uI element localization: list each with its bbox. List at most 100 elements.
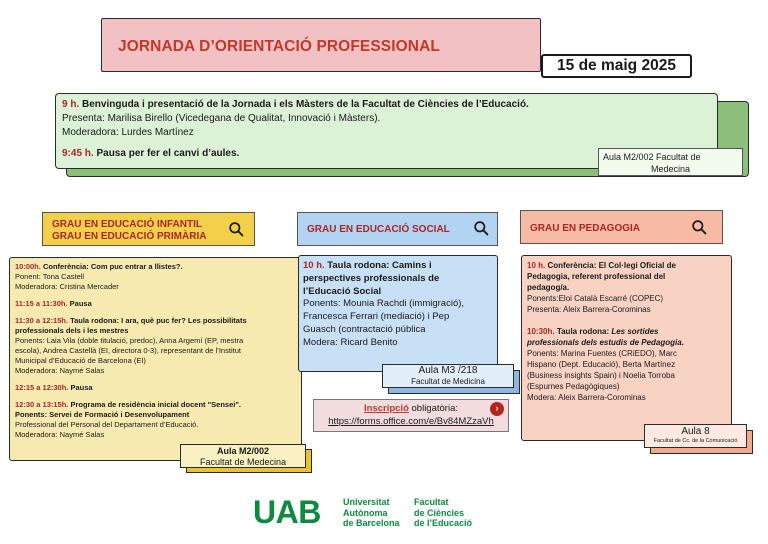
programme-pedagogia: 10 h. Conferència: El Col·legi Oficial d… <box>521 255 732 441</box>
infantil-room-label: Aula M2/002 Facultat de Medecina <box>180 444 306 468</box>
infantil-session-2-time: 11:30 a 12:15h. <box>15 316 68 325</box>
infantil-pause-2-label: Pausa <box>70 383 93 392</box>
infantil-session-1-moderator: Moderadora: Cristina Mercader <box>15 282 119 291</box>
pedagogia-session-1-heading: 10 h. Conferència: El Col·legi Oficial d… <box>527 260 726 271</box>
university-name-line-3: de Barcelona <box>343 518 400 528</box>
registration-suffix: obligatòria: <box>408 403 459 414</box>
infantil-room-line-2: Facultat de Medecina <box>199 457 287 467</box>
infantil-session-3-speakers-1: Ponents: Servei de Formació i Desenvolup… <box>15 410 190 419</box>
registration-label: Inscripció <box>364 403 409 414</box>
pedagogia-session-1-presenter: Presenta: Aleix Barrera-Corominas <box>527 305 651 314</box>
infantil-pause-1-label: Pausa <box>69 299 92 308</box>
social-session-title: Taula rodona: Camins i <box>327 260 432 271</box>
pedagogia-session-2-title-2: professionals dels estudis de Pedagogia. <box>527 338 684 347</box>
infantil-session-1-title: Conferència: Com puc entrar a llistes?. <box>42 262 183 271</box>
infantil-session-2-speakers-1: Ponents: Laia Vila (doble titulació, pre… <box>15 336 244 345</box>
social-moderator: Modera: Ricard Benito <box>303 336 398 348</box>
title-banner: JORNADA D’ORIENTACIÓ PROFESSIONAL <box>101 18 541 72</box>
search-icon[interactable] <box>473 220 490 237</box>
welcome-time-2: 9:45 h. <box>62 148 94 159</box>
pedagogia-session-2-time: 10:30h. <box>527 327 555 336</box>
social-session-title-3: l’Educació Social <box>303 285 382 297</box>
pedagogia-session-1-title-3: pedagog/a. <box>527 283 570 292</box>
page-title: JORNADA D’ORIENTACIÓ PROFESSIONAL <box>118 38 440 55</box>
uab-logo: UAB <box>253 494 321 530</box>
social-room-line-2: Facultat de Medicina <box>411 376 485 386</box>
programme-infantil-primaria: 10:00h. Conferència: Com puc entrar a ll… <box>9 257 302 461</box>
social-session-time: 10 h. <box>303 260 325 271</box>
header-pedagogia-title: GRAU EN PEDAGOGIA <box>530 223 641 234</box>
infantil-session-1-speaker: Ponent: Tona Castell <box>15 272 85 281</box>
social-session-title-2: perspectives professionals de <box>303 272 440 284</box>
welcome-room-label: Aula M2/002 Facultat de Medecina <box>598 148 743 176</box>
header-infantil-line-2: GRAU EN EDUCACIÓ PRIMÀRIA <box>52 231 207 242</box>
pedagogia-session-2-heading: 10:30h. Taula rodona: Les sortides <box>527 326 726 337</box>
header-educacio-social: GRAU EN EDUCACIÓ SOCIAL <box>297 212 498 246</box>
welcome-row-pause: 9:45 h. Pausa per fer el canvi d’aules. <box>62 147 711 161</box>
welcome-pause: Pausa per fer el canvi d’aules. <box>96 148 240 159</box>
arrow-right-icon[interactable]: › <box>490 402 504 416</box>
pedagogia-session-1-title: Conferència: El Col·legi Oficial de <box>547 261 676 270</box>
registration-box: Inscripció obligatòria: https://forms.of… <box>313 399 509 432</box>
infantil-pause-2: 12:15 a 12:30h. Pausa <box>15 383 296 393</box>
faculty-name-line-3: de l’Educació <box>414 518 473 528</box>
welcome-presenter: Presenta: Marilisa Birello (Vicedegana d… <box>62 113 381 124</box>
faculty-name: Facultat de Ciències de l’Educació <box>414 497 472 529</box>
search-icon[interactable] <box>228 221 245 238</box>
infantil-session-3-time: 12:30 a 13:15h. <box>15 400 69 409</box>
pedagogia-session-2-speakers-4: (Espurnes Pedagògiques) <box>527 382 620 391</box>
search-icon[interactable] <box>691 219 708 236</box>
pedagogia-session-2-moderator: Modera: Aleix Barrera-Corominas <box>527 393 646 402</box>
infantil-session-2-title: Taula rodona: I ara, què puc fer? Les po… <box>70 316 247 325</box>
infantil-session-2-moderator: Moderadora: Naymé Salas <box>15 366 105 375</box>
registration-link[interactable]: https://forms.office.com/e/Bv84MZzaVh <box>328 415 494 427</box>
welcome-row-1: 9 h. Benvinguda i presentació de la Jorn… <box>62 98 711 112</box>
header-social-title: GRAU EN EDUCACIÓ SOCIAL <box>307 224 450 235</box>
pedagogia-session-1-speaker: Ponents:Eloi Català Escarré (COPEC) <box>527 294 664 303</box>
social-room-line-1: Aula M3 /218 <box>418 365 478 376</box>
infantil-pause-1-time: 11:15 a 11:30h. <box>15 299 68 308</box>
infantil-pause-1: 11:15 a 11:30h. Pausa <box>15 299 296 309</box>
pedagogia-session-1-time: 10 h. <box>527 261 546 270</box>
infantil-session-3-speakers-2: Professional del Personal del Departamen… <box>15 420 199 429</box>
infantil-session-1-time: 10:00h. <box>15 262 41 271</box>
header-pedagogia: GRAU EN PEDAGOGIA <box>520 210 723 244</box>
header-infantil-primaria: GRAU EN EDUCACIÓ INFANTIL GRAU EN EDUCAC… <box>42 212 255 246</box>
welcome-room-line-1: Aula M2/002 Facultat de <box>603 152 701 162</box>
event-date: 15 de maig 2025 <box>541 54 692 78</box>
header-infantil-line-1: GRAU EN EDUCACIÓ INFANTIL <box>52 219 202 230</box>
pedagogia-session-2-speakers-1: Ponents: Marina Fuentes (CRiEDO), Marc <box>527 349 677 358</box>
pedagogia-session-1-title-2: Pedagogia, referent professional del <box>527 272 666 281</box>
infantil-session-2-speakers-2: escola), Andrea Castellà (EI, directora … <box>15 346 241 355</box>
pedagogia-session-2-title-italic: Les sortides <box>611 327 659 336</box>
pedagogia-room-label: Aula 8 Facultat de Cc. de la Comunicació <box>644 424 747 448</box>
social-session-heading: 10 h. Taula rodona: Camins i <box>303 260 493 273</box>
welcome-moderator: Moderadora: Lurdes Martínez <box>62 127 194 138</box>
infantil-session-2-title-cont: professionals dels i les mestres <box>15 326 129 335</box>
pedagogia-session-2-speakers-3: (Business insights Spain) i Noelia Torro… <box>527 371 675 380</box>
welcome-room-line-2: Medecina <box>650 164 691 174</box>
faculty-name-line-2: de Ciències <box>414 507 465 518</box>
welcome-panel: 9 h. Benvinguda i presentació de la Jorn… <box>55 93 718 169</box>
infantil-session-3-heading: 12:30 a 13:15h. Programa de residència i… <box>15 400 296 410</box>
welcome-title: Benvinguda i presentació de la Jornada i… <box>82 99 529 110</box>
social-speakers-2: Francesca Ferrari (mediació) i Pep <box>303 311 450 323</box>
faculty-name-line-1: Facultat <box>414 497 449 507</box>
pedagogia-room-line-2: Facultat de Cc. de la Comunicació <box>653 438 738 444</box>
pedagogia-session-2-speakers-2: Hispano (Dept. Educació), Berta Martínez <box>527 360 676 369</box>
infantil-session-3-title: Programa de residència inicial docent "S… <box>70 400 241 409</box>
pedagogia-session-2-title: Taula rodona: <box>556 327 610 336</box>
social-speakers-3: Guasch (contractació pública <box>303 323 426 335</box>
programme-educacio-social: 10 h. Taula rodona: Camins i perspective… <box>298 255 498 372</box>
university-name: Universitat Autònoma de Barcelona <box>343 497 400 529</box>
university-name-line-1: Universitat <box>343 497 390 507</box>
social-speakers-1: Ponents: Mounia Rachdi (immigració), <box>303 298 465 310</box>
social-room-label: Aula M3 /218 Facultat de Medicina <box>382 364 514 388</box>
infantil-session-2-heading: 11:30 a 12:15h. Taula rodona: I ara, què… <box>15 316 296 326</box>
university-name-line-2: Autònoma <box>343 507 388 518</box>
infantil-pause-2-time: 12:15 a 12:30h. <box>15 383 69 392</box>
infantil-session-2-speakers-3: Municipal d’Educació de Barcelona (EI) <box>15 356 146 365</box>
pedagogia-room-line-1: Aula 8 <box>681 426 710 437</box>
welcome-time-1: 9 h. <box>62 99 80 110</box>
infantil-room-line-1: Aula M2/002 <box>216 446 270 456</box>
